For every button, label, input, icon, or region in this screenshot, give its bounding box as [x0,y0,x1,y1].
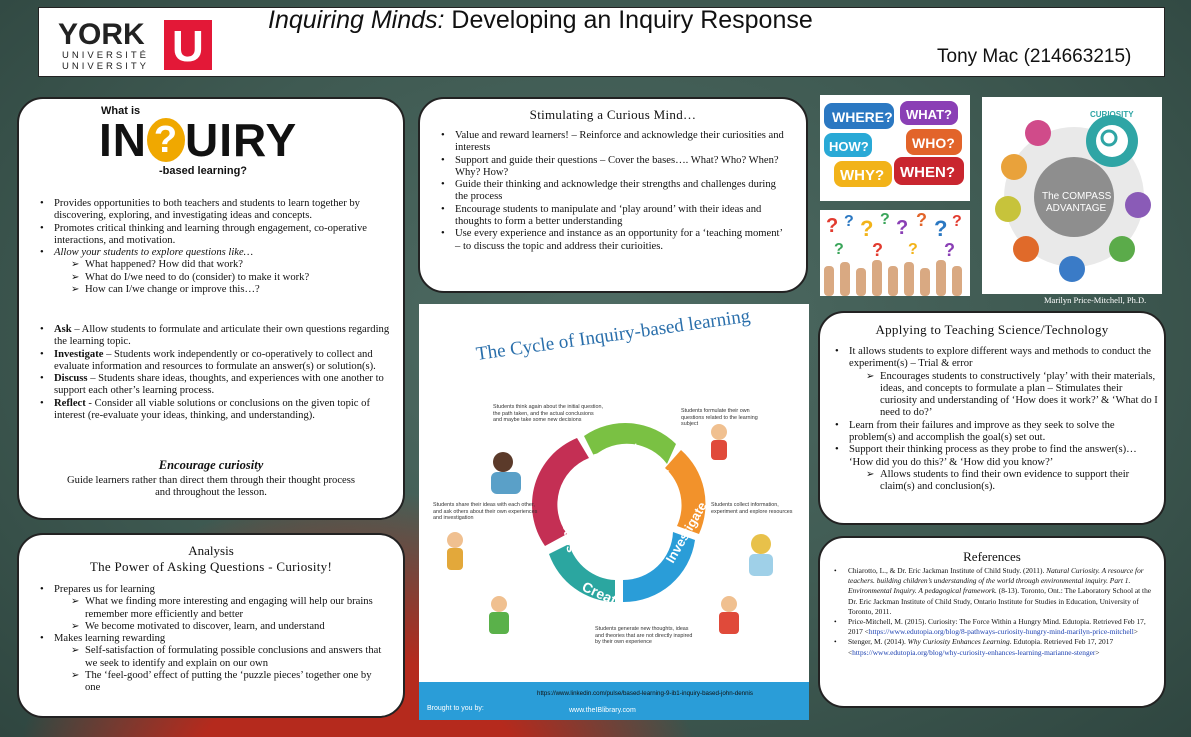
applying-bullet: Support their thinking process as they p… [835,444,1160,469]
compass-credit: Marilyn Price-Mitchell, Ph.D. [1044,295,1147,305]
step-investigate: Investigate – Students work independentl… [40,349,401,374]
svg-text:?: ? [944,240,955,260]
curious-heading: Stimulating a Curious Mind… [529,107,697,122]
poster-title: Inquiring Minds: Developing an Inquiry R… [268,6,813,35]
analysis-subheading: The Power of Asking Questions - Curiosit… [89,559,333,574]
svg-text:ADVANTAGE: ADVANTAGE [1046,203,1107,214]
analysis-sub-item: The ‘feel-good’ effect of putting the ‘p… [71,670,387,695]
applying-panel: Applying to Teaching Science/Technology … [818,311,1166,525]
header-banner [38,7,1165,77]
analysis-sub-item: We become motivated to discover, learn, … [71,621,387,634]
step-discuss: Discuss – Students share ideas, thoughts… [40,373,401,398]
applying-list: It allows students to explore different … [822,346,1160,494]
svg-text:?: ? [826,215,838,237]
analysis-bullet: Prepares us for learning [40,584,387,597]
step-ask: Ask – Allow students to formulate and ar… [40,324,401,349]
analysis-bullet: Makes learning rewarding [40,633,387,646]
svg-text:The COMPASS: The COMPASS [1042,191,1112,202]
inquiry-logo: What is IN?UIRY -based learning? [99,105,319,189]
inquiry-logo-bottom: -based learning? [159,165,248,177]
analysis-heading: Analysis [188,543,234,558]
encourage-text: Guide learners rather than direct them t… [67,475,355,499]
analysis-panel: Analysis The Power of Asking Questions -… [17,533,405,718]
svg-text:WHO?: WHO? [912,135,955,151]
svg-text:WHY?: WHY? [840,167,884,184]
svg-text:?: ? [952,213,962,230]
reference-item: Stenger, M. (2014). Why Curiosity Enhanc… [834,637,1158,657]
svg-text:?: ? [896,217,908,239]
logo-line2: UNIVERSITY [62,61,149,72]
analysis-sub-item: Self-satisfaction of formulating possibl… [71,645,387,670]
svg-text:?: ? [916,210,927,230]
curious-bullet: Guide their thinking and acknowledge the… [441,179,788,204]
inquiry-bullet: Provides opportunities to both teachers … [40,198,399,223]
reference-item: Price-Mitchell, M. (2015). Curiosity: Th… [834,617,1158,637]
inquiry-bullet: Promotes critical thinking and learning … [40,223,399,248]
cycle-note-investigate: Students collect information, experiment… [711,502,793,515]
svg-text:?: ? [934,216,947,241]
svg-text:?: ? [880,211,890,228]
question-item: What happened? How did that work? [71,259,399,272]
curious-bullet: Support and guide their questions – Cove… [441,155,788,180]
curious-bullet: Value and reward learners! – Reinforce a… [441,130,788,155]
reference-link[interactable]: https://www.edutopia.org/blog/8-pathways… [868,627,1134,637]
logo-line1: UNIVERSITÉ [62,50,149,61]
cycle-note-discuss: Students share their ideas with each oth… [433,502,538,522]
cycle-note-ask: Students formulate their own questions r… [681,408,758,428]
cycle-source-url: https://www.linkedin.com/pulse/based-lea… [537,690,753,697]
inquiry-logo-main: IN?UIRY [99,114,298,166]
applying-bullet: It allows students to explore different … [835,346,1160,371]
applying-sub-item: Encourages students to constructively ‘p… [866,371,1160,420]
svg-text:WHAT?: WHAT? [906,107,952,122]
curious-list: Value and reward learners! – Reinforce a… [428,130,788,253]
inquiry-bullet: Allow your students to explore questions… [40,247,399,260]
inquiry-intro: Provides opportunities to both teachers … [27,198,399,297]
encourage-heading: Encourage curiosity [158,458,264,472]
applying-bullet: Learn from their failures and improve as… [835,420,1160,445]
inquiry-logo-top: What is [101,105,141,117]
compass-advantage-image: CURIOSITY The COMPASS ADVANTAGE [982,97,1162,294]
svg-text:CURIOSITY: CURIOSITY [1090,110,1134,119]
raised-hands-question-marks-image: ? ? ? ? ? ? ? ? ? ? ? ? [820,210,970,296]
svg-text:?: ? [834,241,844,258]
reference-item: Chiarotto, L., & Dr. Eric Jackman Instit… [834,566,1158,617]
title-rest: Developing an Inquiry Response [444,6,813,34]
logo-mark: U [172,22,204,71]
cycle-note-create: Students generate new thoughts, ideas an… [595,626,693,646]
applying-sub-item: Allows students to find their own eviden… [866,469,1160,494]
references-list: Chiarotto, L., & Dr. Eric Jackman Instit… [824,566,1158,658]
reference-link[interactable]: https://www.edutopia.org/blog/why-curios… [852,647,1096,657]
svg-text:?: ? [908,241,918,258]
author-name: Tony Mac (214663215) [937,46,1132,67]
cycle-site: www.theIBlibrary.com [568,707,636,714]
curious-bullet: Use every experience and instance as an … [441,228,788,253]
analysis-sub-item: What we finding more interesting and eng… [71,596,387,621]
york-university-logo: YORK U UNIVERSITÉ UNIVERSITY [58,17,218,75]
inquiry-steps: Ask – Allow students to formulate and ar… [27,324,401,422]
inquiry-panel: What is IN?UIRY -based learning? Provide… [17,97,405,520]
step-reflect: Reflect - Consider all viable solutions … [40,398,401,423]
svg-text:HOW?: HOW? [829,139,869,154]
svg-text:?: ? [844,213,854,230]
analysis-list: Prepares us for learning What we finding… [27,584,387,695]
cycle-brought-by: Brought to you by: [427,705,484,712]
cycle-note-reflect: Students think again about the initial q… [493,404,603,424]
curious-bullet: Encourage students to manipulate and ‘pl… [441,204,788,229]
svg-text:?: ? [860,216,873,241]
applying-heading: Applying to Teaching Science/Technology [875,322,1109,337]
inquiry-cycle-infographic: The Cycle of Inquiry-based learning Refl… [419,304,809,720]
question-item: What do I/we need to do (consider) to ma… [71,272,399,285]
question-item: How can I/we change or improve this…? [71,284,399,297]
references-heading: References [963,549,1021,564]
references-panel: References Chiarotto, L., & Dr. Eric Jac… [818,536,1166,708]
svg-text:?: ? [872,240,883,260]
svg-text:WHEN?: WHEN? [900,164,955,181]
inquiry-question-mark: ? [147,118,185,162]
title-italic: Inquiring Minds: [268,6,445,34]
svg-text:WHERE?: WHERE? [832,109,893,125]
question-words-image: WHERE? WHAT? HOW? WHO? WHY? WHEN? [820,95,970,201]
logo-word: YORK [58,18,145,51]
curious-mind-panel: Stimulating a Curious Mind… Value and re… [418,97,808,293]
